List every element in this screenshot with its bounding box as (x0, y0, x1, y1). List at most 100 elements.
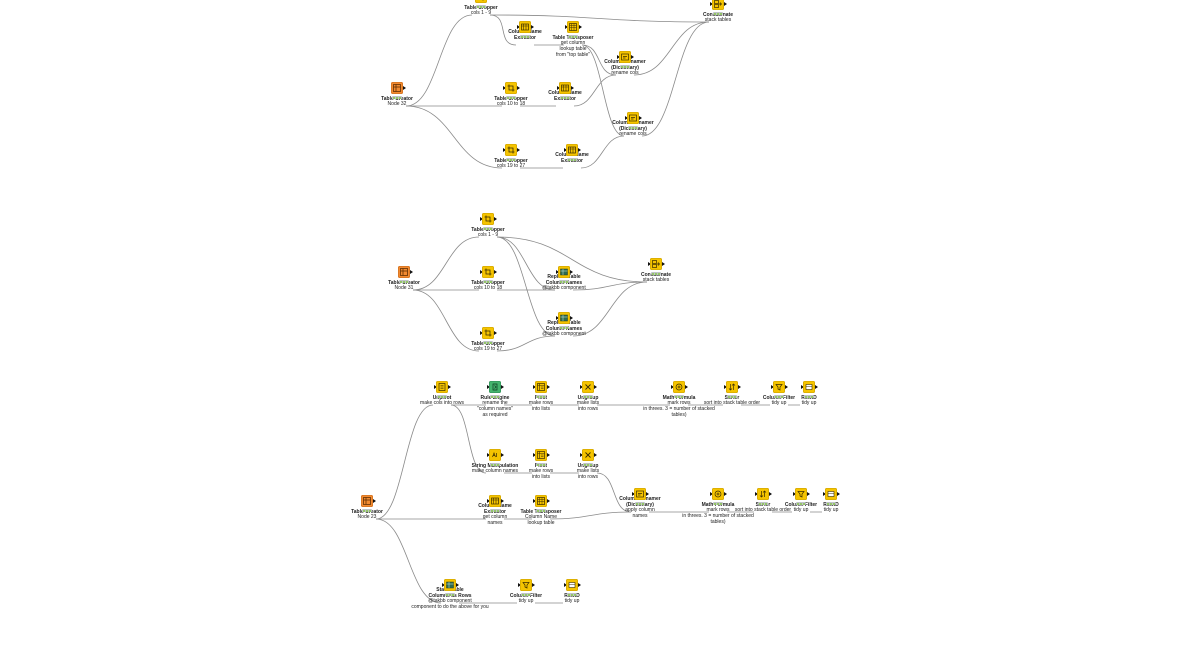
output-port[interactable] (807, 492, 810, 496)
node-body[interactable] (558, 312, 570, 324)
connection-w1_crop1-to-w1_cne1[interactable] (489, 14, 517, 46)
output-port[interactable] (724, 492, 727, 496)
node-annotation[interactable]: @takbb component (542, 285, 586, 291)
node-w3-stack[interactable]: Stack Table Columns as Rows@takbb compon… (411, 579, 489, 649)
connection-w1_cne3-to-w1_rename2[interactable] (580, 135, 625, 169)
input-port[interactable] (556, 316, 559, 320)
connection-w1_transpose-to-w1_rename1[interactable] (581, 44, 617, 76)
node-body[interactable] (582, 381, 594, 393)
node-annotation[interactable]: mark rows in threes. 3 = number of stack… (643, 400, 715, 418)
output-port[interactable] (769, 492, 772, 496)
node-body[interactable] (582, 449, 594, 461)
node-annotation[interactable]: @takbb component (542, 331, 586, 337)
node-body[interactable] (795, 488, 807, 500)
node-annotation[interactable]: cols 10 to 18 (473, 285, 503, 291)
input-port[interactable] (487, 499, 490, 503)
input-port[interactable] (648, 262, 651, 266)
node-body[interactable] (619, 51, 631, 63)
input-port[interactable] (480, 270, 483, 274)
output-port[interactable] (547, 499, 550, 503)
output-port[interactable] (571, 86, 574, 90)
input-port[interactable] (556, 270, 559, 274)
node-annotation[interactable]: tidy up (801, 400, 817, 406)
node-body[interactable] (712, 488, 724, 500)
node-annotation[interactable]: tidy up (823, 507, 839, 513)
connection-w2_crop1-to-w2_replace1[interactable] (496, 236, 556, 291)
connection-w2_replace1-to-w2_concat[interactable] (572, 281, 648, 291)
node-body[interactable] (361, 495, 373, 507)
input-port[interactable] (710, 2, 713, 6)
node-body[interactable] (757, 488, 769, 500)
connection-w1_cne2-to-w1_rename1[interactable] (573, 74, 617, 107)
output-port[interactable] (494, 217, 497, 221)
input-port[interactable] (580, 385, 583, 389)
node-body[interactable] (712, 0, 724, 10)
node-body[interactable] (482, 213, 494, 225)
input-port[interactable] (823, 492, 826, 496)
input-port[interactable] (771, 385, 774, 389)
node-w1-cne2[interactable]: Column Name Extractor (535, 82, 595, 152)
connection-w2_creator-to-w2_crop3[interactable] (412, 289, 480, 352)
connection-w3_creator-to-w3_stack[interactable] (375, 518, 442, 604)
node-w1-cne1[interactable]: Column Name Extractor (495, 21, 555, 91)
node-annotation[interactable]: cols 19 to 27 (473, 346, 503, 352)
node-body[interactable] (566, 579, 578, 591)
output-port[interactable] (738, 385, 741, 389)
node-annotation[interactable]: tidy up (793, 507, 809, 513)
connection-w2_creator-to-w2_crop1[interactable] (412, 236, 480, 291)
node-body[interactable] (398, 266, 410, 278)
output-port[interactable] (448, 385, 451, 389)
node-body[interactable] (505, 144, 517, 156)
node-annotation[interactable]: Node 31 (394, 285, 414, 291)
connection-w3_creator-to-w3_unpivot[interactable] (375, 404, 434, 520)
node-body[interactable] (482, 327, 494, 339)
node-annotation[interactable]: get column names (482, 514, 508, 526)
input-port[interactable] (442, 583, 445, 587)
node-annotation[interactable]: tidy up (771, 400, 787, 406)
input-port[interactable] (671, 385, 674, 389)
input-port[interactable] (480, 331, 483, 335)
input-port[interactable] (755, 492, 758, 496)
output-port[interactable] (547, 385, 550, 389)
node-body[interactable] (475, 0, 487, 3)
node-body[interactable] (444, 579, 456, 591)
node-annotation[interactable]: stack tables (704, 17, 732, 23)
input-port[interactable] (801, 385, 804, 389)
node-body[interactable] (535, 495, 547, 507)
node-annotation[interactable]: apply column names (625, 507, 655, 519)
input-port[interactable] (533, 453, 536, 457)
node-body[interactable] (482, 266, 494, 278)
output-port[interactable] (685, 385, 688, 389)
output-port[interactable] (403, 86, 406, 90)
output-port[interactable] (594, 385, 597, 389)
node-body[interactable] (726, 381, 738, 393)
output-port[interactable] (594, 453, 597, 457)
node-body[interactable] (535, 449, 547, 461)
node-w1-rename2[interactable]: Column Renamer (Dictionary)rename cols (603, 112, 663, 182)
output-port[interactable] (837, 492, 840, 496)
connection-w2_crop1-to-w2_replace2[interactable] (496, 236, 556, 337)
input-port[interactable] (503, 86, 506, 90)
node-body[interactable] (558, 266, 570, 278)
node-body[interactable] (567, 21, 579, 33)
node-body[interactable] (650, 258, 662, 270)
node-annotation[interactable]: make cols into rows (420, 400, 464, 406)
output-port[interactable] (570, 316, 573, 320)
input-port[interactable] (793, 492, 796, 496)
output-port[interactable] (501, 453, 504, 457)
node-annotation[interactable]: cols 10 to 18 (496, 101, 526, 107)
input-port[interactable] (533, 499, 536, 503)
